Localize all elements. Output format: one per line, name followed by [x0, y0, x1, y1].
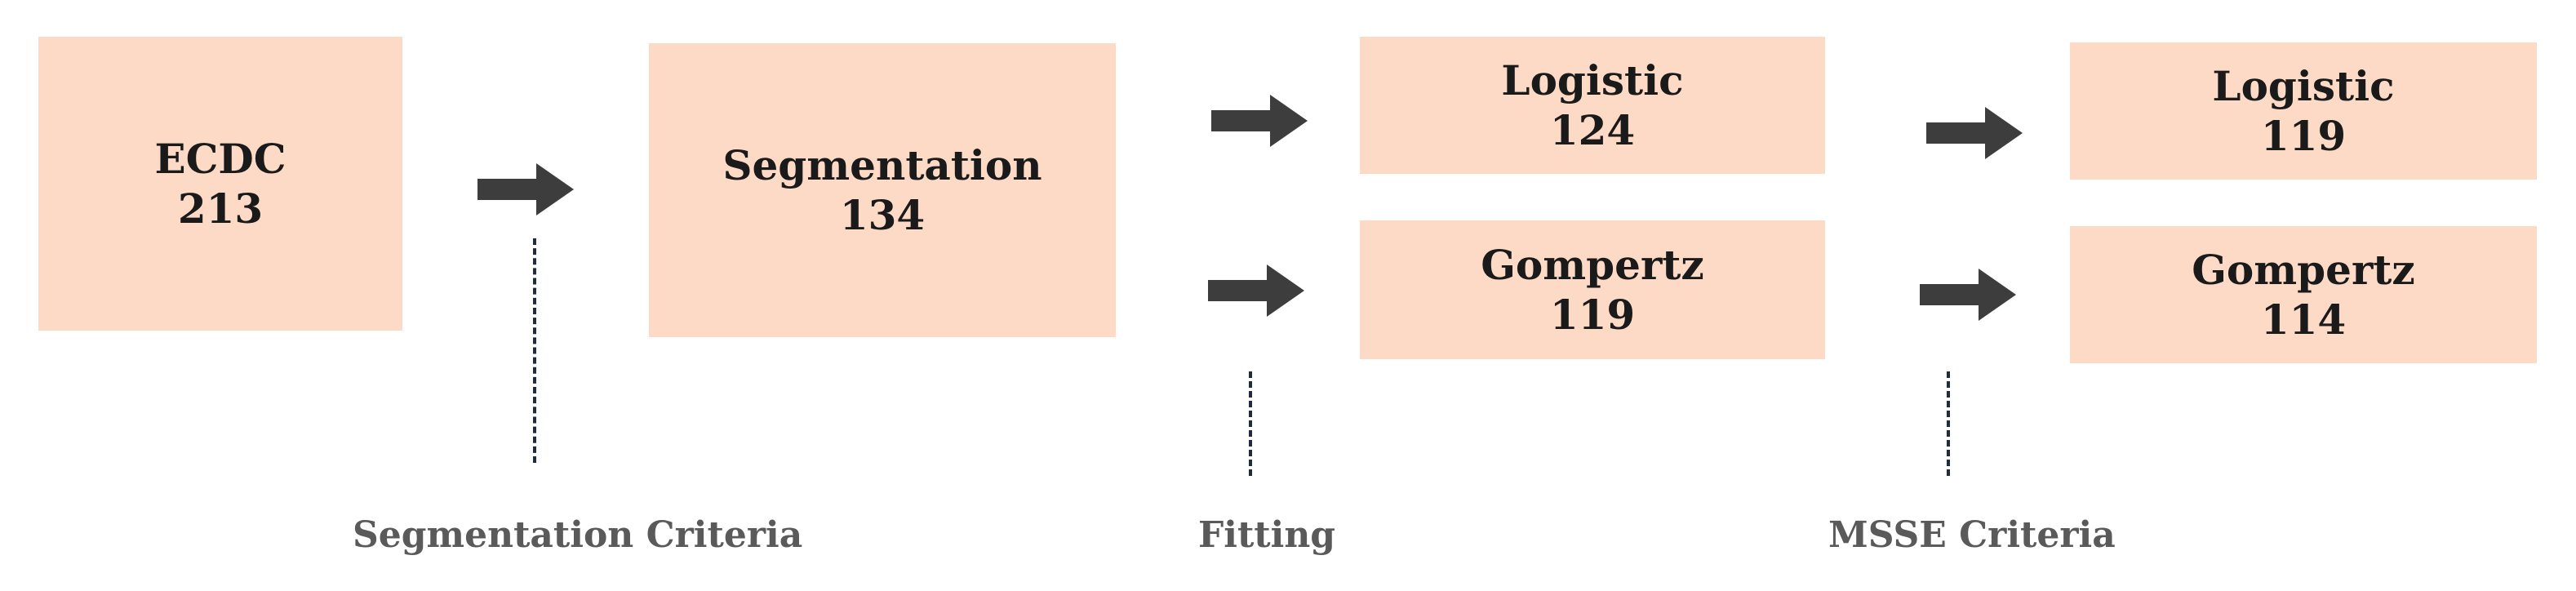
segmentation-dashed-line [533, 238, 536, 463]
segmentation-box: Segmentation 134 [649, 43, 1116, 337]
msse-gompertz-count: 114 [2260, 296, 2347, 344]
msse-logistic-count: 119 [2260, 112, 2347, 160]
arrow-right-icon [1926, 104, 2024, 162]
fitting-logistic-box: Logistic 124 [1360, 37, 1825, 174]
fitting-caption: Fitting [1198, 514, 1336, 556]
fitting-gompertz-box: Gompertz 119 [1360, 220, 1825, 359]
msse-criteria-caption: MSSE Criteria [1828, 514, 2116, 556]
segmentation-criteria-caption: Segmentation Criteria [353, 514, 803, 556]
msse-logistic-label: Logistic [2212, 62, 2395, 110]
fitting-logistic-label: Logistic [1501, 56, 1684, 104]
fitting-logistic-count: 124 [1549, 106, 1636, 154]
fitting-dashed-line [1249, 371, 1252, 476]
ecdc-label: ECDC [154, 135, 286, 183]
arrow-right-icon [477, 160, 575, 219]
msse-gompertz-box: Gompertz 114 [2070, 226, 2537, 363]
msse-dashed-line [1947, 371, 1950, 476]
segmentation-count: 134 [839, 191, 926, 239]
ecdc-box: ECDC 213 [38, 37, 402, 331]
arrow-right-icon [1920, 265, 2018, 324]
fitting-gompertz-count: 119 [1549, 291, 1636, 339]
arrow-right-icon [1211, 91, 1309, 150]
fitting-gompertz-label: Gompertz [1481, 241, 1704, 289]
arrow-right-icon [1208, 261, 1306, 320]
ecdc-count: 213 [177, 184, 264, 233]
msse-gompertz-label: Gompertz [2192, 246, 2415, 294]
segmentation-label: Segmentation [722, 141, 1042, 189]
msse-logistic-box: Logistic 119 [2070, 42, 2537, 180]
